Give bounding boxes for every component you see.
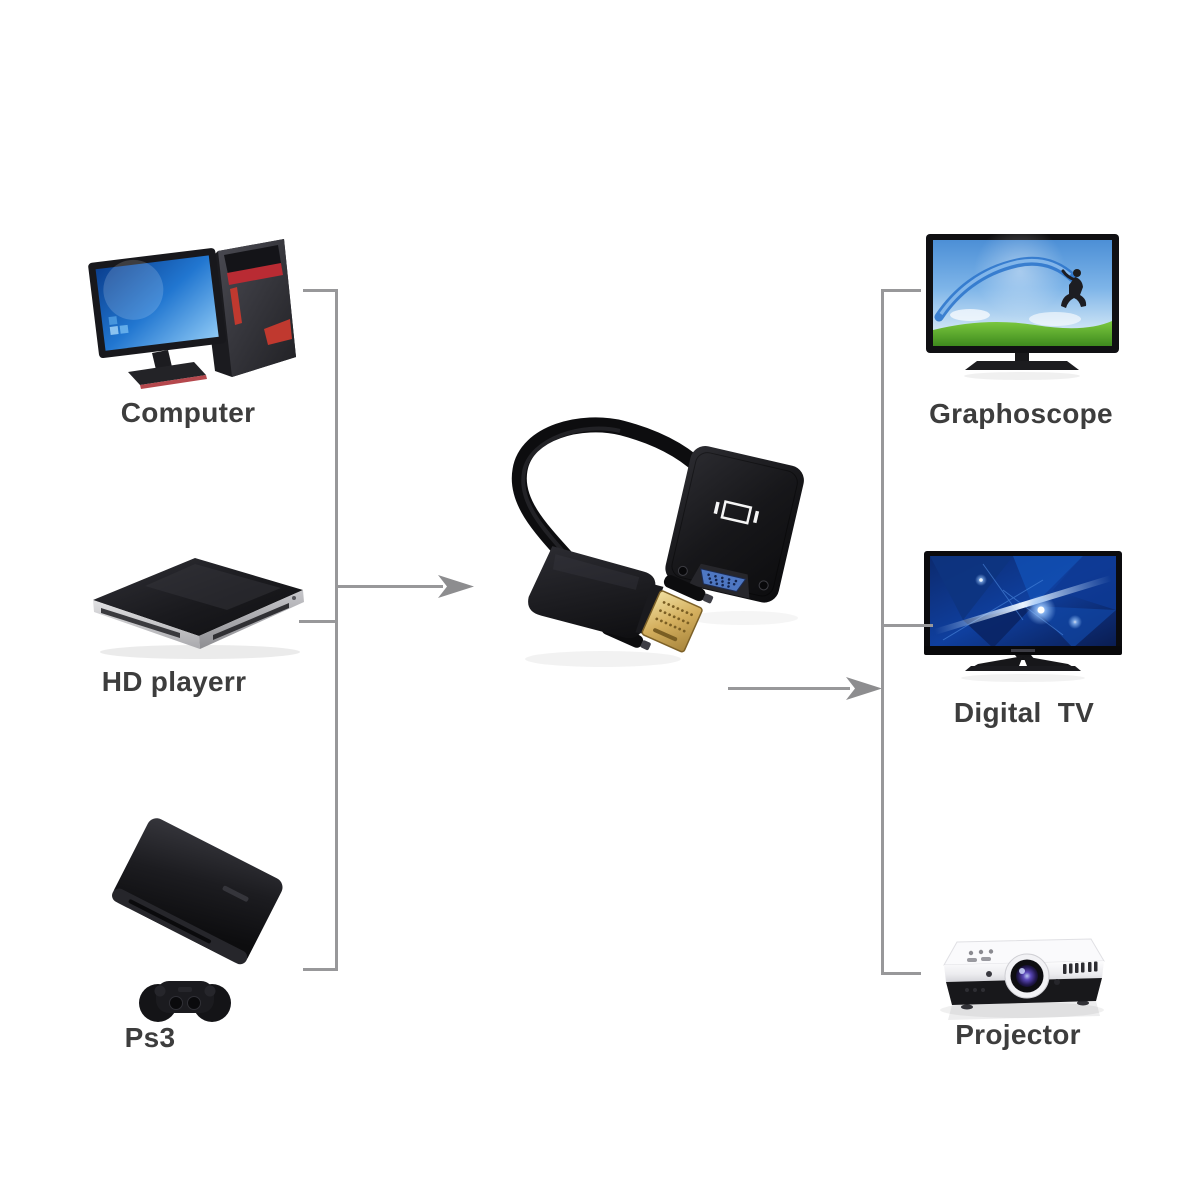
dvi-male-end — [528, 546, 714, 653]
computer-connector-stub — [303, 289, 338, 292]
ps3-label: Ps3 — [124, 1022, 176, 1053]
projector-connector-stub — [881, 972, 921, 975]
display-icon — [713, 500, 760, 525]
dvi-pins — [653, 601, 693, 642]
digital-tv-label: Digital TV — [953, 697, 1095, 728]
vga-port — [677, 563, 769, 599]
digital-tv-image — [923, 550, 1123, 685]
dvi-to-vga-adapter-image — [498, 412, 813, 672]
graphoscope-label: Graphoscope — [929, 398, 1113, 429]
projector-lens — [1004, 953, 1050, 999]
projector-label: Projector — [955, 1019, 1081, 1050]
computer-image — [88, 225, 318, 395]
hd-player-label: HD playerr — [101, 666, 247, 697]
vga-female-end — [665, 446, 804, 603]
left-arrow-line — [338, 585, 443, 588]
hd-player-connector-stub — [299, 620, 338, 623]
hd-player-image — [85, 548, 310, 663]
left-arrow-head — [438, 575, 474, 598]
projector-vents — [1063, 961, 1098, 974]
jumping-person — [1061, 269, 1087, 308]
right-arrow-line — [728, 687, 850, 690]
projector-image — [925, 928, 1120, 1038]
graphoscope-image — [925, 233, 1120, 383]
right-arrow-head — [846, 677, 882, 700]
right-bracket-line — [881, 289, 884, 975]
ps3-image — [100, 815, 300, 1030]
ps3-controller — [139, 981, 231, 1022]
graphoscope-connector-stub — [881, 289, 921, 292]
computer-label: Computer — [120, 397, 256, 428]
left-bracket-line — [335, 289, 338, 971]
ps3-connector-stub — [303, 968, 338, 971]
adapter-cable — [511, 417, 714, 578]
projector-buttons — [967, 949, 994, 962]
digital-tv-connector-stub — [881, 624, 933, 627]
